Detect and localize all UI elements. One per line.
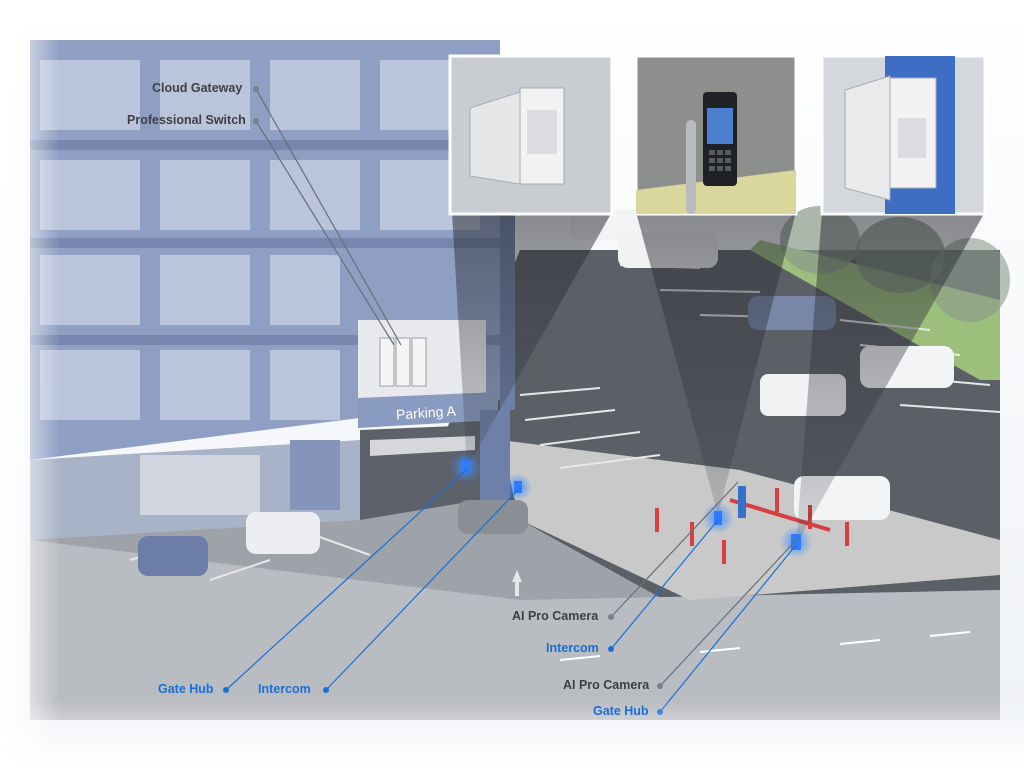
inset-gate-hub-pole [820,54,987,216]
callout-leaders [225,88,801,713]
label-intercom-2: Intercom [258,682,311,696]
parking-sign: Parking A [395,402,457,422]
inset-gate-hub-wall [448,54,614,216]
label-ai-pro-camera-2: AI Pro Camera [563,678,650,692]
label-intercom-1: Intercom [546,641,599,655]
inset-intercom-post [634,54,798,216]
label-gate-hub-1: Gate Hub [158,682,214,696]
label-professional-switch: Professional Switch [127,113,246,127]
label-ai-pro-camera-1: AI Pro Camera [512,609,599,623]
office-building [30,40,515,540]
label-cloud-gateway: Cloud Gateway [152,81,243,95]
label-gate-hub-2: Gate Hub [593,704,649,718]
device-markers [450,451,812,558]
focus-beams [452,212,985,545]
